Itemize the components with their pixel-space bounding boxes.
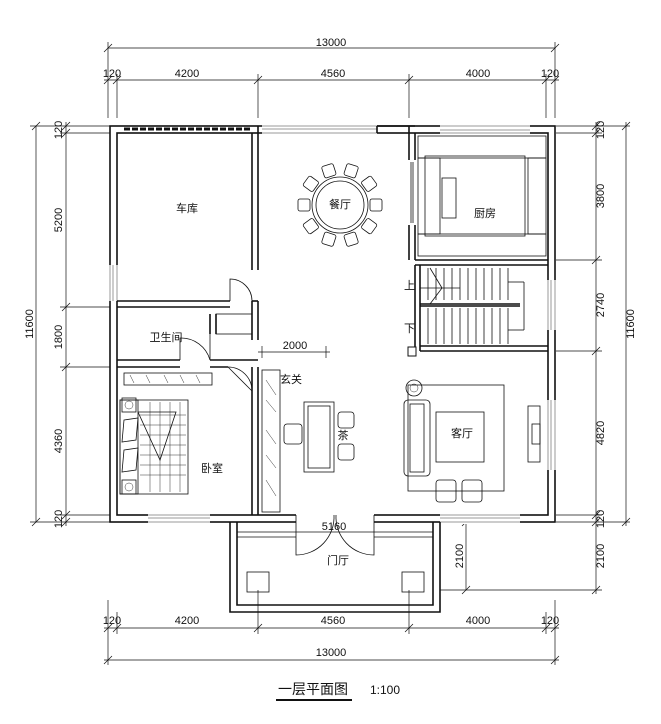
drawing-title: 一层平面图 — [278, 682, 348, 698]
label-stair-down: 下 — [404, 322, 415, 335]
top-seg-4: 4000 — [466, 68, 490, 80]
top-total-dim: 13000 — [316, 37, 347, 49]
dining-chair — [302, 218, 319, 235]
left-seg-3: 1800 — [53, 325, 65, 349]
dim-5160: 5160 — [322, 521, 346, 533]
bottom-seg-4: 4000 — [466, 615, 490, 627]
right-seg-4: 4820 — [595, 421, 607, 445]
left-seg-1: 120 — [53, 121, 65, 139]
kitchen-fixtures — [417, 135, 547, 257]
top-seg-2: 4200 — [175, 68, 199, 80]
left-dimensions: 11600 120 5200 1800 4360 120 — [24, 121, 110, 528]
tea-table — [283, 401, 355, 473]
label-foyer: 玄关 — [280, 372, 302, 386]
bottom-dimensions: 120 4200 4560 4000 120 13000 — [103, 590, 560, 665]
living-furniture — [403, 379, 541, 503]
dining-chair — [297, 198, 311, 212]
top-dimensions: 13000 120 4200 4560 4000 120 — [103, 37, 560, 118]
label-porch: 门厅 — [327, 553, 349, 567]
top-seg-3: 4560 — [321, 68, 345, 80]
interior-dim-2000: 2000 — [258, 340, 330, 358]
bottom-seg-3: 4560 — [321, 615, 345, 627]
left-seg-4: 4360 — [53, 429, 65, 453]
right-seg-2: 3800 — [595, 184, 607, 208]
porch — [229, 522, 441, 613]
bottom-seg-5: 120 — [541, 615, 559, 627]
stair-line — [429, 287, 443, 305]
label-bedroom: 卧室 — [201, 461, 223, 475]
interior-dim-5160: 5160 — [322, 521, 346, 533]
label-tea: 茶 — [338, 429, 349, 442]
porch-side-dim: 2100 — [454, 544, 466, 568]
label-stair-up: 上 — [404, 279, 415, 292]
dining-chair — [361, 218, 378, 235]
dining-chair — [343, 163, 359, 179]
bottom-total-dim: 13000 — [316, 647, 347, 659]
dining-chair — [343, 231, 359, 247]
right-seg-5: 120 — [595, 510, 607, 528]
right-seg-3: 2740 — [595, 293, 607, 317]
right-total-dim: 11600 — [625, 309, 637, 339]
top-seg-5: 120 — [541, 68, 559, 80]
right-seg-1: 120 — [595, 121, 607, 139]
doors — [179, 162, 414, 556]
drawing-scale: 1:100 — [370, 683, 400, 697]
label-garage: 车库 — [176, 201, 198, 215]
stair-line — [429, 267, 443, 289]
foyer-cabinet — [265, 379, 277, 497]
interior-walls — [117, 125, 548, 515]
top-seg-1: 120 — [103, 68, 121, 80]
label-bathroom: 卫生间 — [150, 330, 183, 344]
right-extra-dim: 2100 — [595, 544, 607, 568]
outer-walls — [108, 124, 557, 524]
dining-chair — [321, 231, 337, 247]
bottom-seg-1: 120 — [103, 615, 121, 627]
bottom-seg-2: 4200 — [175, 615, 199, 627]
left-total-dim: 11600 — [24, 309, 36, 339]
dining-chair — [321, 163, 337, 179]
label-living: 客厅 — [451, 426, 473, 440]
label-kitchen: 厨房 — [474, 207, 496, 220]
bed — [119, 372, 213, 495]
left-seg-2: 5200 — [53, 208, 65, 232]
dim-2000: 2000 — [283, 340, 307, 352]
dining-chair — [361, 175, 378, 192]
staircase — [420, 267, 525, 344]
dining-table — [297, 163, 383, 247]
left-seg-5: 120 — [53, 510, 65, 528]
label-dining: 餐厅 — [329, 197, 351, 211]
right-dimensions: 120 3800 2740 4820 120 2100 11600 2100 — [440, 121, 637, 595]
dining-chair — [302, 175, 319, 192]
dining-chair — [369, 198, 383, 212]
